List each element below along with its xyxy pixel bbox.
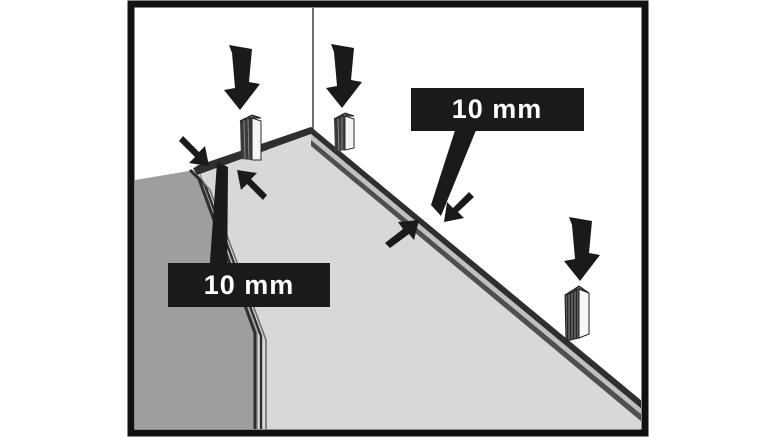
spacer-center-side-face [344,115,355,151]
gap-label-right-text: 10 mm [452,94,543,124]
spacer-right-front-face [564,288,580,342]
gap-arrow-left-lower [237,170,267,200]
plank-top-face-front [268,132,641,429]
spacer-center [333,112,355,152]
gap-arrows-right [385,192,474,248]
down-arrow-right [564,217,600,281]
scene: 10 mm 10 mm [135,8,641,429]
spacer-left-side-face [251,117,262,161]
plank-front-rim [311,127,641,409]
plank-front-rim-light [311,134,641,415]
groove-line-mid [196,175,263,429]
spacer-right-side-face [578,288,590,339]
spacer-left-front-face [240,118,252,160]
spacer-center-grain [337,117,340,152]
gap-label-right: 10 mm [411,88,584,131]
callout-tail-left [208,162,228,290]
spacer-center-top-face [333,112,355,120]
plank-front-rim-shade [311,140,641,422]
spacer-left [239,114,262,161]
gap-arrow-left-upper [179,136,209,166]
spacer-left-grain-2 [247,118,250,160]
down-arrow-center [326,44,362,108]
gap-label-right-box [411,88,584,131]
spacer-left-grain [243,119,246,160]
gap-arrow-right-lower [385,220,419,248]
spacer-right-top-face [564,285,590,296]
down-arrow-left [224,45,260,110]
gap-arrow-right-upper [444,192,474,222]
callout-tail-right [431,118,481,216]
gap-label-left-text: 10 mm [204,270,295,300]
gap-arrows-left [179,136,267,200]
illustration-frame [127,0,649,437]
spacer-right [564,285,590,342]
gap-label-left-box [168,263,330,307]
gap-label-left: 10 mm [168,263,330,307]
spacer-center-front-face [334,116,345,152]
